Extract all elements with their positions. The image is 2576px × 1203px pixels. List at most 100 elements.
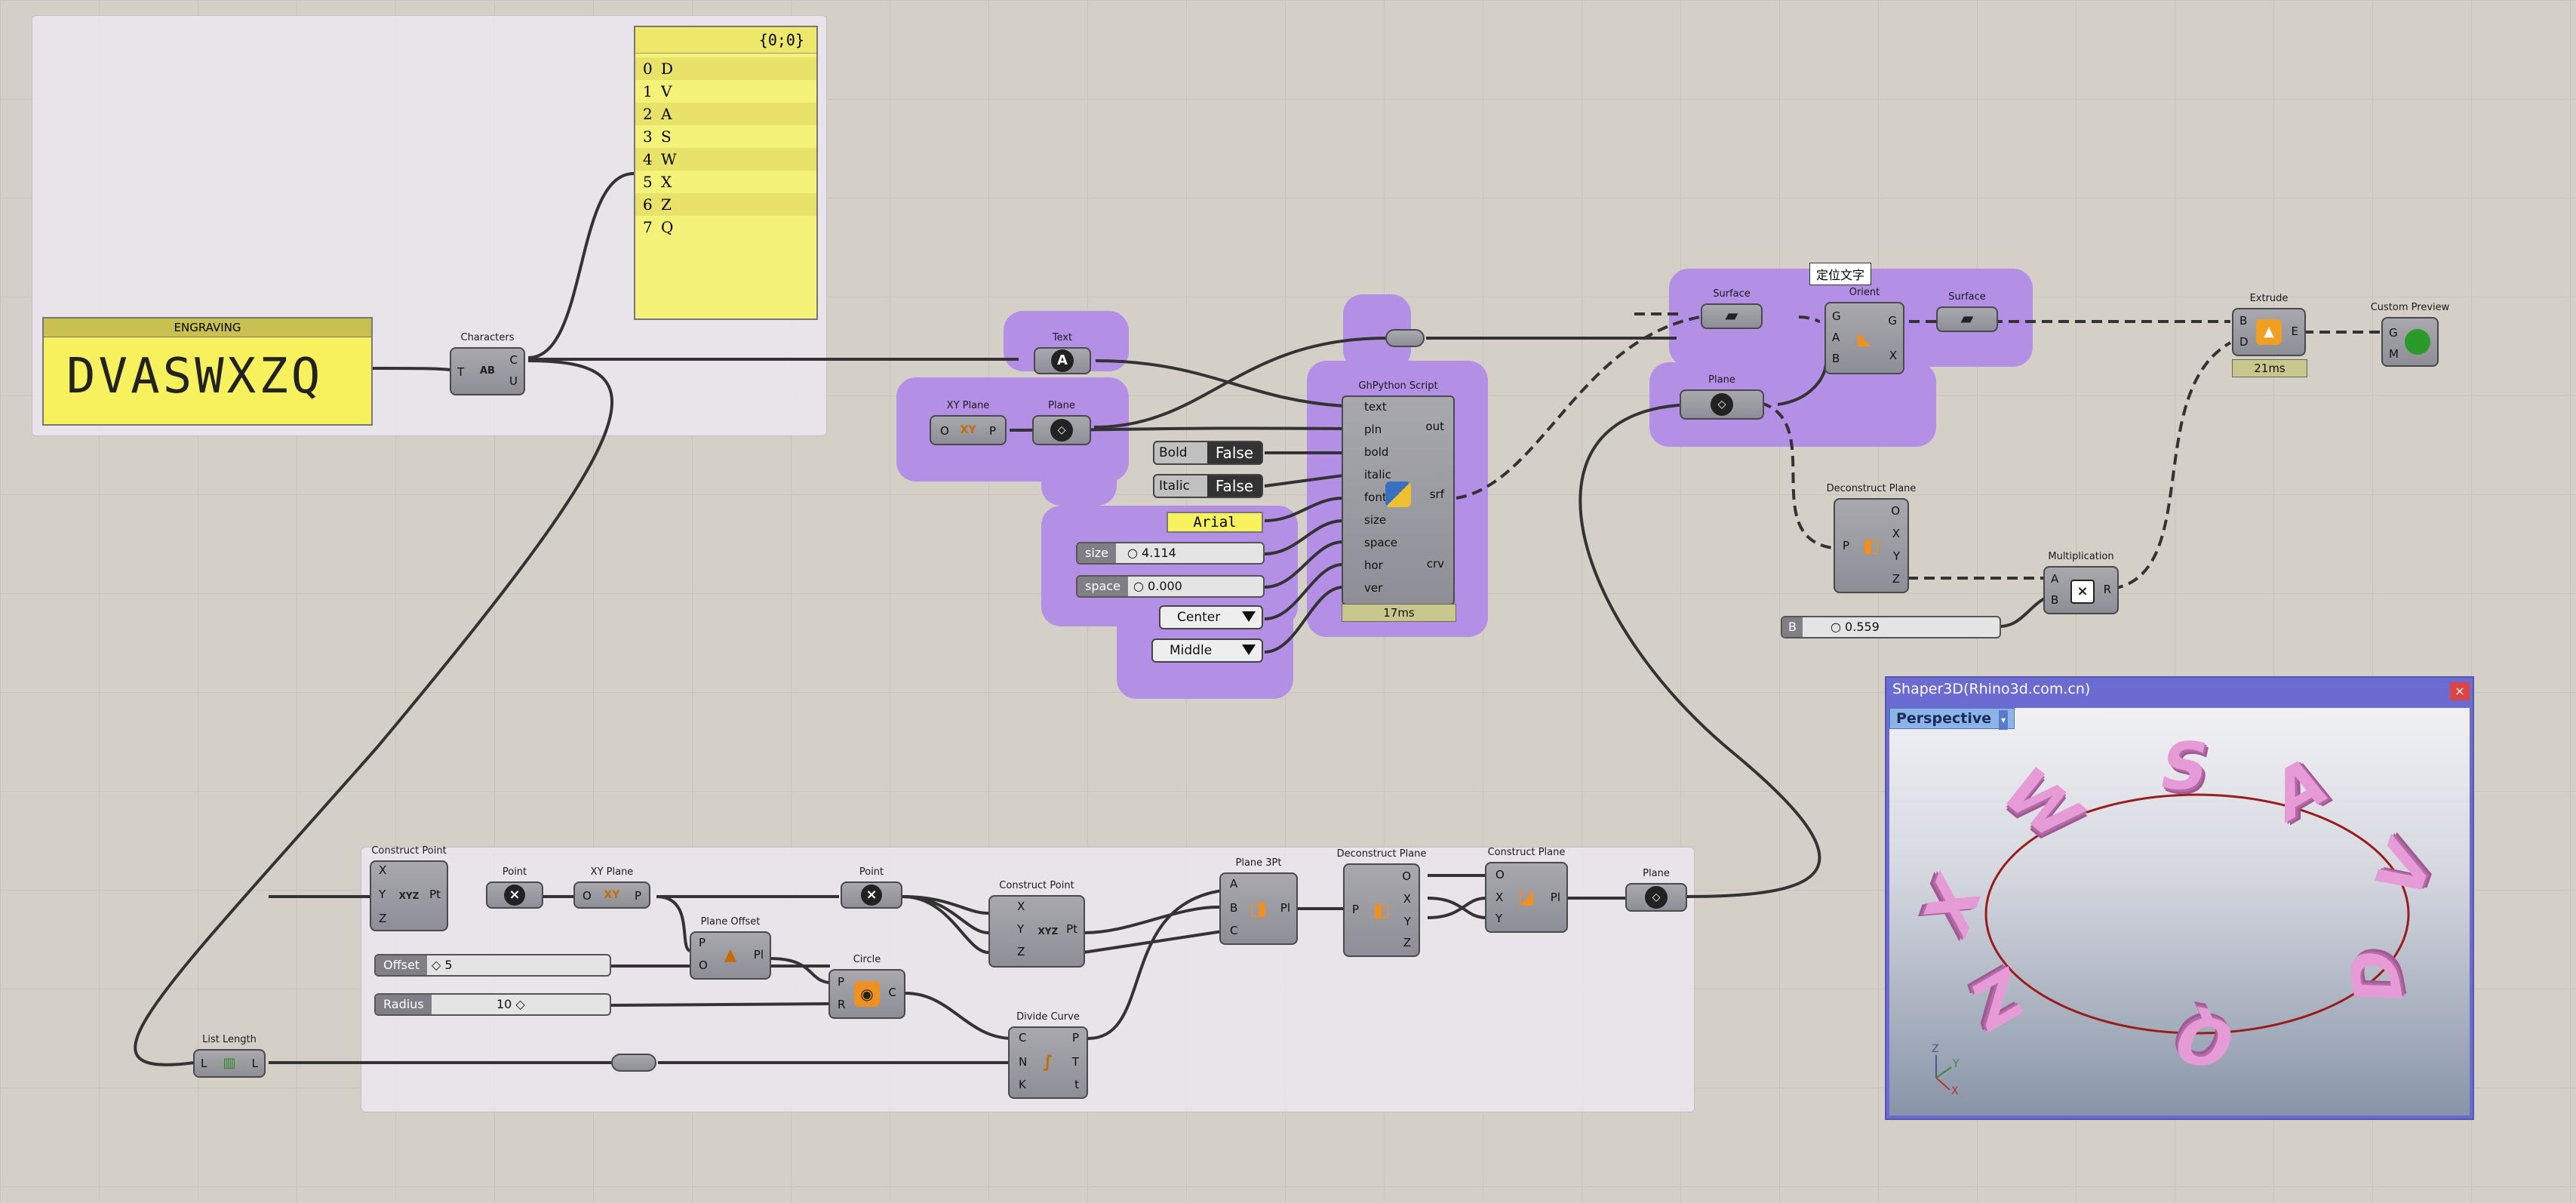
close-button[interactable]: × — [2450, 682, 2470, 700]
custom-preview-input-g[interactable]: G — [2389, 326, 2398, 340]
ghpython-input-ver[interactable]: ver — [1364, 581, 1383, 595]
multiplication-output-r[interactable]: R — [2103, 583, 2111, 596]
xy-plane-2-input-o[interactable]: O — [583, 889, 592, 903]
deconstruct-right-output-z[interactable]: Z — [1892, 572, 1900, 586]
point-param-2[interactable]: Point × — [841, 866, 902, 909]
construct-point-2[interactable]: Construct Point X Y Z Pt XYZ — [988, 880, 1085, 968]
italic-value[interactable]: False — [1207, 475, 1262, 497]
text-param[interactable]: Text A — [1034, 332, 1091, 374]
construct-plane[interactable]: Construct Plane O X Y Pl ◪ — [1485, 847, 1568, 933]
xy-plane-top-input-o[interactable]: O — [940, 424, 949, 438]
plane3pt-input-b[interactable]: B — [1230, 901, 1238, 915]
b-slider-value[interactable]: ○ 0.559 — [1831, 620, 1880, 634]
characters-output-c[interactable]: C — [509, 353, 518, 367]
extrude-output-e[interactable]: E — [2291, 325, 2298, 338]
radius-slider[interactable]: Radius 10 ◇ — [374, 993, 611, 1016]
circle-input-r[interactable]: R — [838, 998, 846, 1011]
orient-output-x[interactable]: X — [1889, 349, 1897, 362]
plane3pt-input-c[interactable]: C — [1230, 924, 1238, 937]
ghpython-output-crv[interactable]: crv — [1426, 557, 1444, 571]
plane-offset-output-pl[interactable]: Pl — [753, 948, 764, 961]
italic-toggle[interactable]: Italic False — [1153, 474, 1263, 498]
characters-node[interactable]: Characters T C U AB — [450, 332, 525, 395]
orient-output-g[interactable]: G — [1888, 314, 1897, 328]
orient-input-a[interactable]: A — [1832, 331, 1840, 344]
plane-param-top[interactable]: Plane ◇ — [1032, 400, 1091, 445]
deconstruct-input-p[interactable]: P — [1352, 903, 1360, 916]
deconstruct-output-o[interactable]: O — [1402, 869, 1411, 883]
circle-node[interactable]: Circle P R C ◉ — [828, 954, 905, 1019]
ghpython-input-text[interactable]: text — [1364, 400, 1387, 414]
plane3pt-output-pl[interactable]: Pl — [1280, 901, 1290, 915]
cp2-input-z[interactable]: Z — [1017, 945, 1025, 958]
perspective-tab[interactable]: Perspective▾ — [1889, 708, 2015, 730]
xy-plane-2[interactable]: XY Plane O P XY — [573, 866, 650, 909]
xy-plane-top-output-p[interactable]: P — [988, 424, 996, 438]
ghpython-input-italic[interactable]: italic — [1364, 468, 1391, 482]
divide-input-n[interactable]: N — [1019, 1055, 1028, 1069]
plane-offset-input-p[interactable]: P — [699, 936, 706, 949]
deconstruct-output-y[interactable]: Y — [1403, 915, 1411, 928]
ghpython-output-srf[interactable]: srf — [1429, 488, 1444, 501]
circle-input-p[interactable]: P — [838, 975, 845, 989]
offset-slider[interactable]: Offset ◇ 5 — [374, 954, 611, 977]
plane3pt-input-a[interactable]: A — [1230, 877, 1238, 891]
extrude-node[interactable]: Extrude B D E ▲ — [2232, 293, 2306, 356]
cp1-input-y[interactable]: Y — [379, 888, 386, 901]
point-param-1[interactable]: Point × — [486, 866, 543, 909]
deconstruct-plane[interactable]: Deconstruct Plane P O X Y Z ◧ — [1337, 848, 1426, 957]
cp2-input-x[interactable]: X — [1017, 900, 1025, 913]
ghpython-input-size[interactable]: size — [1364, 513, 1387, 527]
size-slider[interactable]: size ○ 4.114 — [1076, 542, 1265, 565]
b-slider[interactable]: B ○ 0.559 — [1781, 616, 2001, 638]
cp2-output-pt[interactable]: Pt — [1066, 922, 1077, 936]
list-length-input-l[interactable]: L — [201, 1057, 207, 1070]
plane-param-right[interactable]: Plane ◇ — [1680, 374, 1764, 420]
xy-plane-2-output-p[interactable]: P — [634, 889, 641, 903]
ghpython-output-out[interactable]: out — [1425, 420, 1444, 433]
deconstruct-output-z[interactable]: Z — [1403, 936, 1411, 949]
construct-plane-input-y[interactable]: Y — [1495, 912, 1503, 925]
construct-plane-output-pl[interactable]: Pl — [1550, 891, 1560, 904]
construct-plane-input-o[interactable]: O — [1495, 868, 1505, 881]
divide-output-t[interactable]: T — [1071, 1055, 1079, 1069]
ghpython-input-pln[interactable]: pln — [1364, 423, 1382, 436]
construct-plane-input-x[interactable]: X — [1495, 891, 1504, 904]
surface-param-2[interactable]: Surface ▰ — [1936, 291, 1998, 332]
orient-node[interactable]: Orient G A B G X ◣ — [1824, 287, 1904, 374]
hor-dropdown[interactable]: Center — [1159, 605, 1263, 629]
engraving-panel[interactable]: ENGRAVING DVASWXZQ — [42, 317, 373, 426]
ghpython-input-bold[interactable]: bold — [1364, 445, 1389, 459]
deconstruct-right-output-y[interactable]: Y — [1892, 549, 1900, 563]
plane-offset[interactable]: Plane Offset P O Pl ▲ — [690, 916, 771, 980]
deconstruct-right-input-p[interactable]: P — [1843, 539, 1850, 552]
relay-bottom[interactable] — [611, 1054, 656, 1072]
space-slider-value[interactable]: ○ 0.000 — [1133, 579, 1182, 593]
circle-output-c[interactable]: C — [888, 986, 896, 999]
list-length[interactable]: List Length L L ▥ — [193, 1034, 266, 1078]
deconstruct-output-x[interactable]: X — [1403, 892, 1411, 906]
extrude-input-d[interactable]: D — [2239, 335, 2249, 349]
divide-input-k[interactable]: K — [1019, 1078, 1026, 1091]
shaper3d-viewport[interactable]: Shaper3D(Rhino3d.com.cn) × Perspective▾ … — [1885, 676, 2474, 1120]
offset-slider-value[interactable]: ◇ 5 — [432, 958, 453, 972]
radius-slider-value[interactable]: 10 ◇ — [496, 997, 525, 1011]
relay-top[interactable] — [1385, 329, 1425, 347]
plane-offset-input-o[interactable]: O — [699, 958, 708, 972]
ghpython-input-space[interactable]: space — [1364, 536, 1398, 549]
cp1-output-pt[interactable]: Pt — [429, 888, 441, 901]
bold-value[interactable]: False — [1207, 442, 1262, 463]
surface-param-1[interactable]: Surface ▰ — [1701, 288, 1763, 329]
ver-dropdown[interactable]: Middle — [1151, 638, 1263, 663]
divide-output-p[interactable]: P — [1071, 1031, 1079, 1045]
size-slider-value[interactable]: ○ 4.114 — [1127, 546, 1176, 560]
ghpython-input-font[interactable]: font — [1364, 491, 1387, 504]
divide-curve[interactable]: Divide Curve C N K P T t ∫ — [1008, 1011, 1088, 1099]
chevron-down-icon[interactable]: ▾ — [1999, 710, 2009, 730]
multiplication-node[interactable]: Multiplication A B R × — [2043, 551, 2119, 614]
deconstruct-right-output-x[interactable]: X — [1892, 527, 1900, 540]
cp1-input-z[interactable]: Z — [379, 912, 387, 925]
list-length-output-l[interactable]: L — [251, 1057, 258, 1070]
characters-input-t[interactable]: T — [457, 365, 465, 379]
